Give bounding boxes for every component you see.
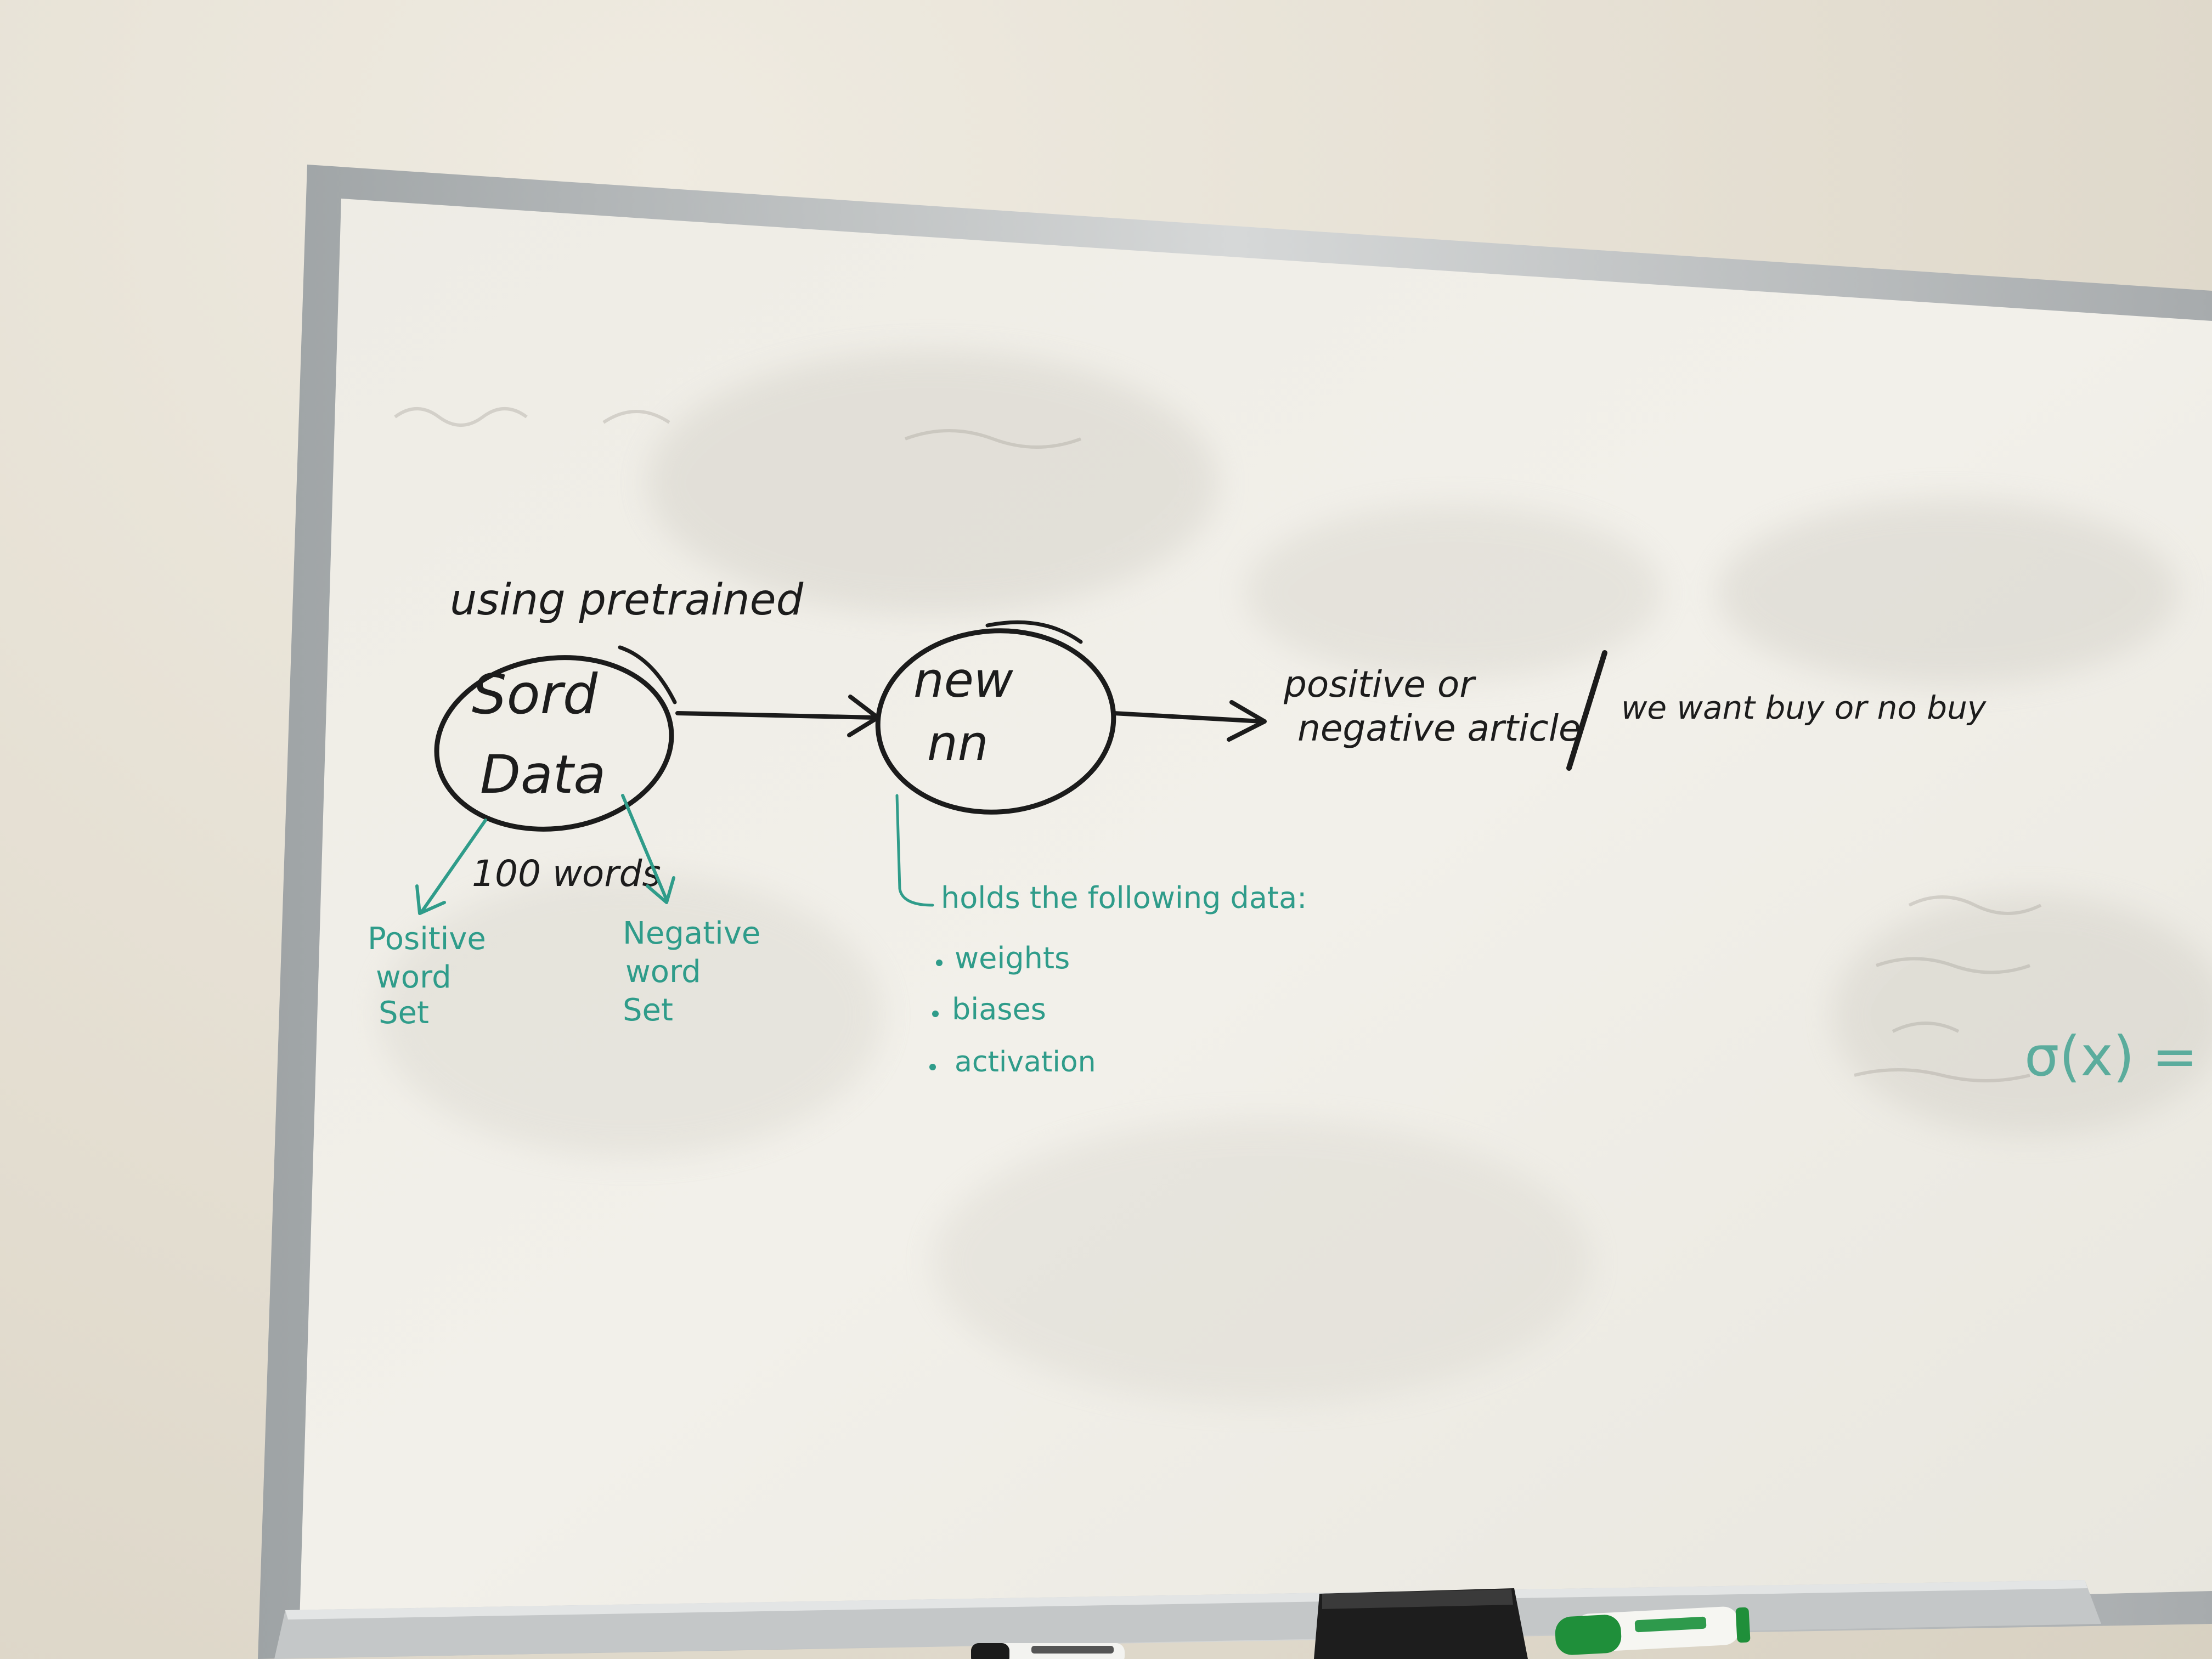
partial-formula: σ(x) = <box>2024 1024 2198 1088</box>
input-node-line2: Data <box>480 744 606 805</box>
positive-set-line1: Positive <box>368 921 486 957</box>
bullet-dot <box>932 1011 939 1017</box>
bullet-dot <box>929 1064 936 1070</box>
model-note-bullet-1: weights <box>955 941 1070 975</box>
positive-set-line3: Set <box>379 995 429 1031</box>
input-node-line1: Sord <box>472 662 598 726</box>
model-node: new nn <box>875 620 1116 815</box>
arrow-to-negative-set <box>621 794 675 904</box>
model-note-bullets: weights biases activation <box>929 941 1096 1079</box>
output-line2: negative article <box>1297 707 1581 749</box>
ghost-scribbles <box>394 407 2042 1082</box>
model-note-connector <box>895 794 934 907</box>
output-extra: we want buy or no buy <box>1621 689 1987 726</box>
eraser-smudges <box>379 351 2212 1404</box>
positive-set-line2: word <box>376 960 452 995</box>
header-note: using pretrained <box>450 575 804 625</box>
model-node-line1: new <box>913 652 1014 708</box>
arrow-model-to-output <box>1111 700 1267 742</box>
bullet-dot <box>936 960 943 966</box>
output-slash <box>1566 650 1607 771</box>
green-marker-icon[interactable] <box>1554 1606 1751 1656</box>
eraser-icon[interactable] <box>1314 1588 1528 1659</box>
model-node-line2: nn <box>927 715 989 771</box>
marker-tray <box>274 1580 2101 1659</box>
negative-set-line1: Negative <box>623 916 760 951</box>
input-node-caption: 100 words <box>472 853 661 895</box>
model-note-bullet-3: activation <box>955 1046 1096 1079</box>
negative-set-line3: Set <box>623 992 673 1028</box>
black-marker-icon[interactable] <box>971 1643 1125 1659</box>
model-note-heading: holds the following data: <box>941 881 1307 915</box>
negative-set-line2: word <box>625 954 701 990</box>
arrow-to-positive-set <box>415 819 487 915</box>
output-line1: positive or <box>1283 663 1476 706</box>
input-node: Sord Data <box>434 645 677 832</box>
model-note-bullet-2: biases <box>952 992 1046 1026</box>
